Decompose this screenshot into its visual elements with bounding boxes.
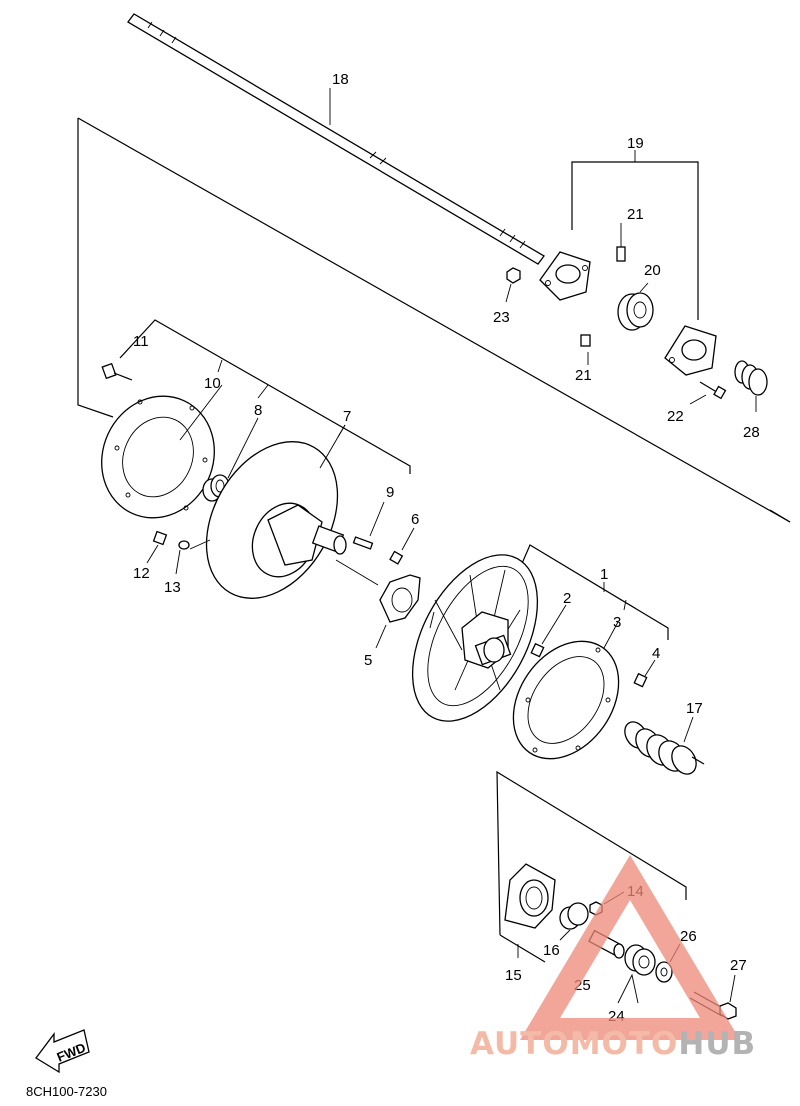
callout-10: 10 <box>204 375 221 392</box>
watermark-logo: AUTOMOTOHUB <box>470 855 756 1062</box>
nut-23 <box>505 267 521 303</box>
fwd-arrow: FWD <box>35 1029 90 1074</box>
callout-2: 2 <box>563 590 571 607</box>
shaft-18 <box>127 13 545 265</box>
callout-26: 26 <box>680 928 697 945</box>
callout-27: 27 <box>730 957 747 974</box>
callout-22: 22 <box>667 408 684 425</box>
bearing-housing-left <box>539 251 591 301</box>
spring-28 <box>734 360 768 412</box>
callout-17: 17 <box>686 700 703 717</box>
leader-line <box>335 559 379 586</box>
callout-13: 13 <box>164 579 181 596</box>
bracket-1 <box>519 544 669 640</box>
callout-15: 15 <box>505 967 522 984</box>
callout-19: 19 <box>627 135 644 152</box>
callout-3: 3 <box>613 614 621 631</box>
bracket-19 <box>571 150 699 320</box>
callout-5: 5 <box>364 652 372 669</box>
callout-labels: 18 19 21 20 23 21 22 28 11 10 8 7 9 6 12… <box>133 71 760 1025</box>
spring-17 <box>624 716 705 775</box>
callout-7: 7 <box>343 408 351 425</box>
bolt-11 <box>101 362 133 381</box>
callout-23: 23 <box>493 309 510 326</box>
set-screw-21-upper <box>616 223 626 262</box>
roller-24 <box>617 944 656 1004</box>
movable-sheave <box>411 554 539 722</box>
cam-15 <box>504 863 556 929</box>
callout-4: 4 <box>652 645 660 662</box>
callout-6: 6 <box>411 511 419 528</box>
watermark-text-secondary: HUB <box>678 1026 756 1062</box>
callout-18: 18 <box>332 71 349 88</box>
screw-4 <box>633 659 656 688</box>
watermark-triangle-icon <box>520 855 740 1040</box>
plate-3 <box>512 621 620 760</box>
pin-9 <box>352 501 385 550</box>
screw-6 <box>389 527 415 565</box>
callout-21-upper: 21 <box>627 206 644 223</box>
callout-11: 11 <box>133 333 149 350</box>
svg-text:AUTOMOTOHUB: AUTOMOTOHUB <box>470 1026 756 1062</box>
callout-1: 1 <box>600 566 608 583</box>
bushing-16 <box>559 902 589 941</box>
callout-28: 28 <box>743 424 760 441</box>
bracket-15 <box>496 770 687 963</box>
screw-2 <box>530 604 567 658</box>
bearing-20 <box>617 282 654 331</box>
diagram-code: 8CH100-7230 <box>26 1084 107 1099</box>
plate-10 <box>101 384 223 519</box>
callout-16: 16 <box>543 942 560 959</box>
callout-21-lower: 21 <box>575 367 592 384</box>
gasket-5 <box>375 574 421 649</box>
set-screw-21-lower <box>580 334 591 365</box>
callout-12: 12 <box>133 565 150 582</box>
bolt-12 <box>146 530 168 564</box>
callout-9: 9 <box>386 484 394 501</box>
washer-13 <box>175 539 211 575</box>
bearing-housing-right <box>664 325 717 376</box>
callout-20: 20 <box>644 262 661 279</box>
callout-8: 8 <box>254 402 262 419</box>
watermark-text-primary: AUTOMOTO <box>470 1026 678 1062</box>
bolt-22 <box>689 381 727 405</box>
assembly-bracket-main <box>77 117 791 523</box>
fixed-sheave-7 <box>205 424 347 599</box>
